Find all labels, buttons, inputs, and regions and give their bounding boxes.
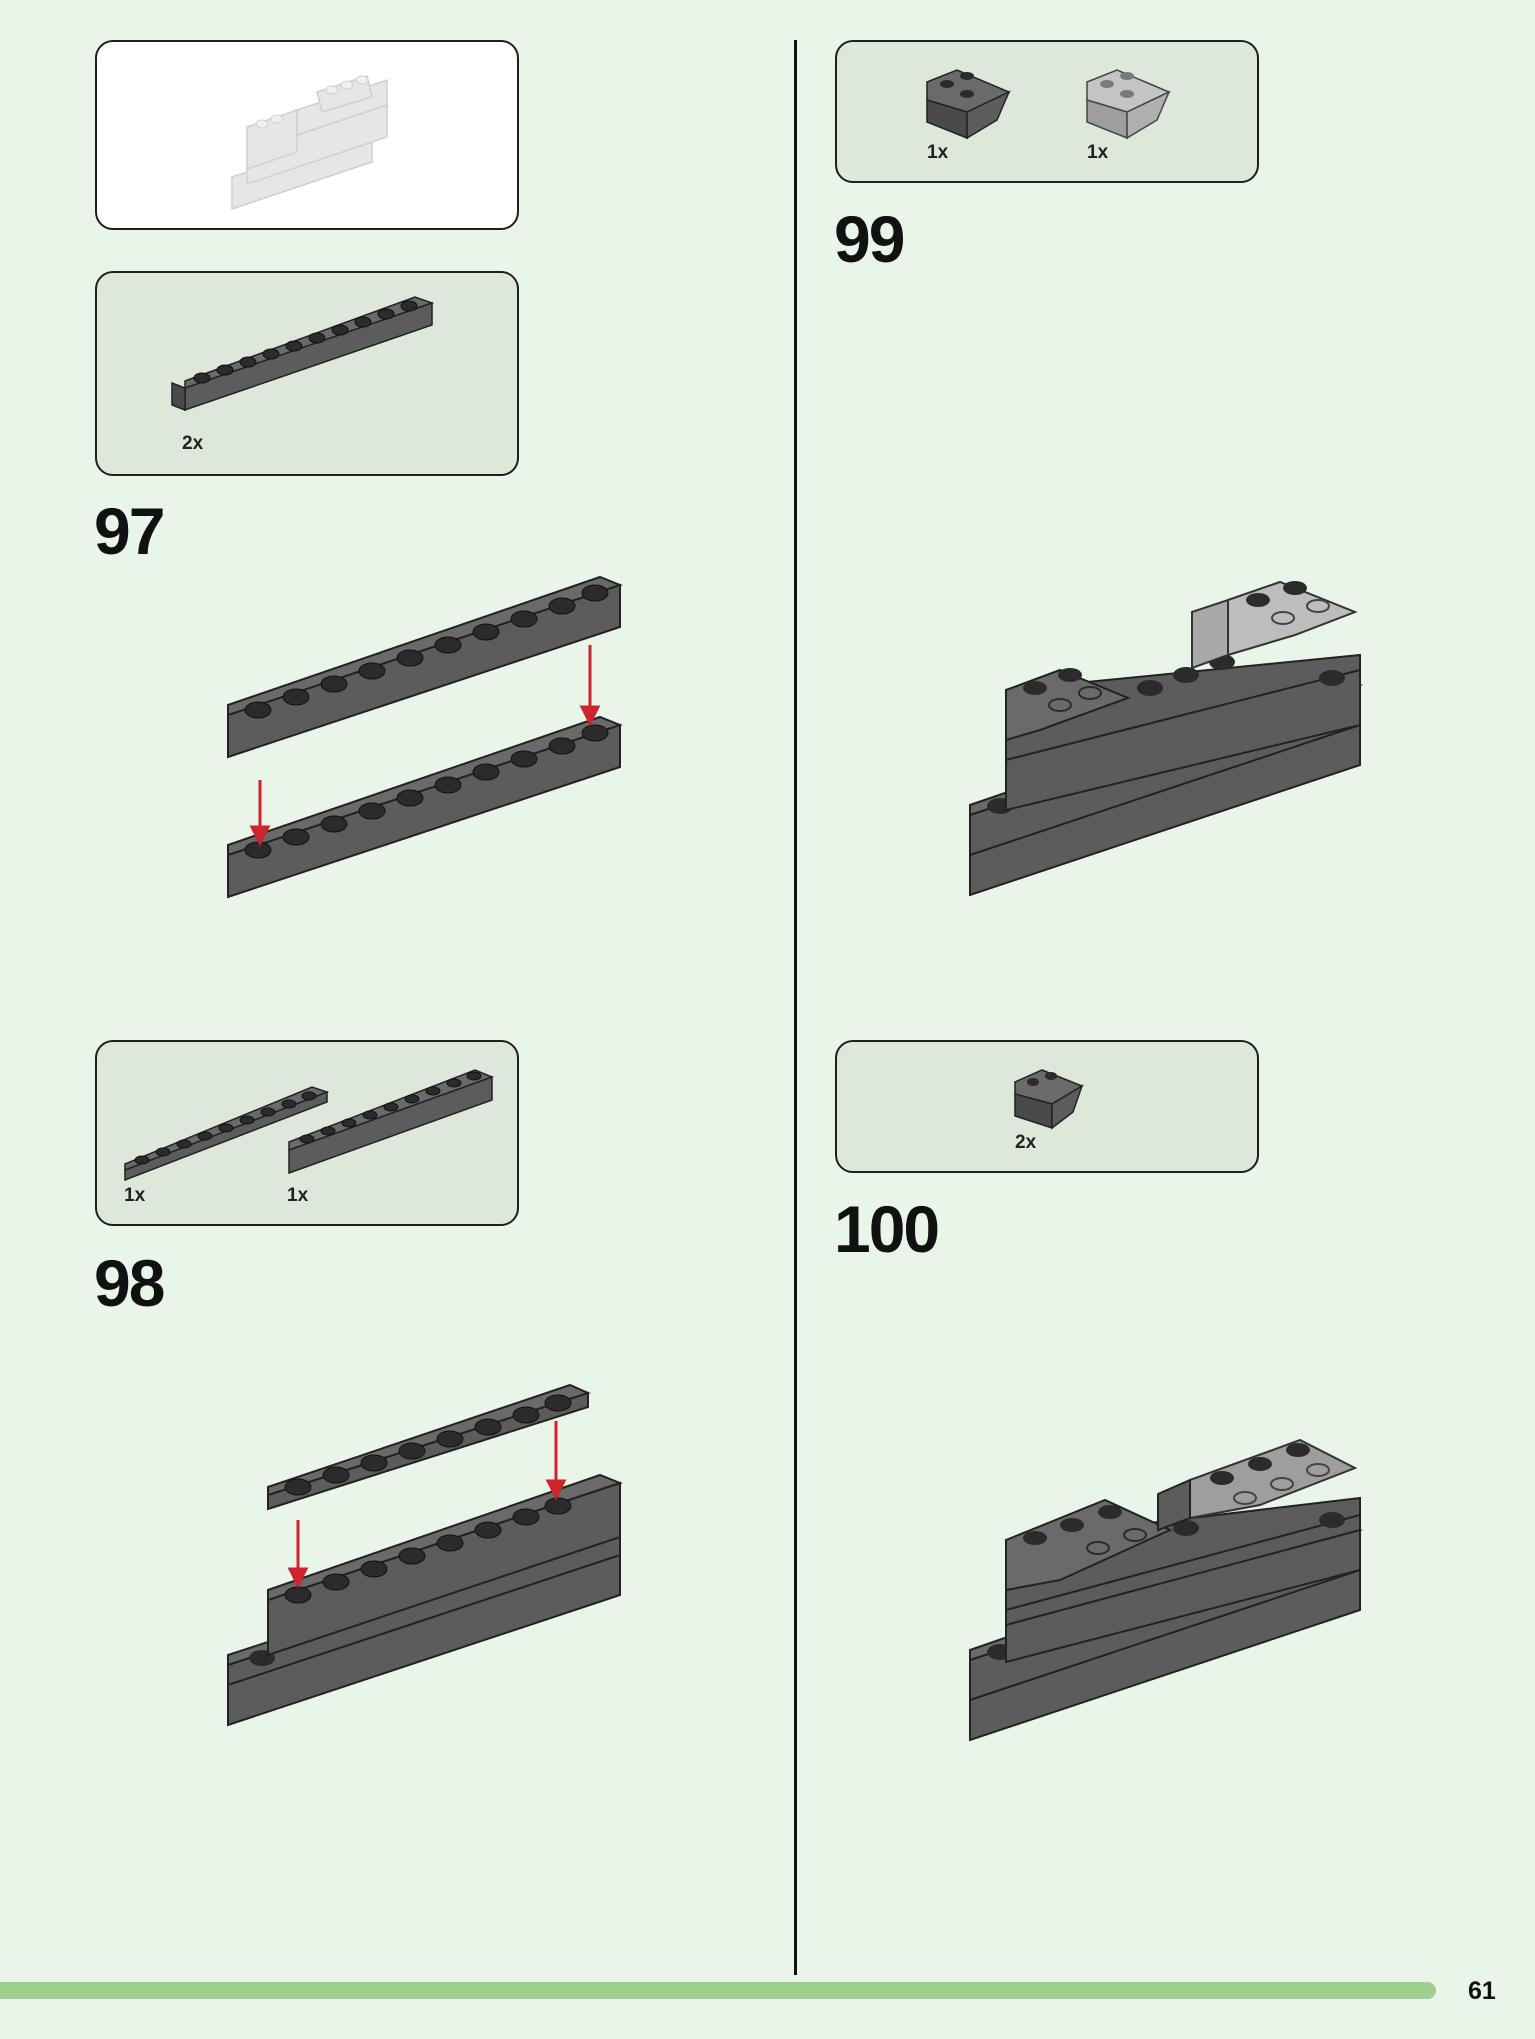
step-number-100: 100	[834, 1192, 940, 1266]
ghost-assembly-image	[231, 75, 388, 211]
column-divider	[794, 40, 797, 1975]
parts-panel-100: 2x	[835, 1040, 1259, 1173]
step-98-illustration	[227, 1383, 623, 1727]
slope-brick-image	[1014, 1069, 1084, 1130]
part-quantity: 1x	[124, 1185, 146, 1206]
step-number-99: 99	[834, 202, 905, 276]
slope-bricks-image	[926, 69, 1171, 140]
parts-panel-99: 1x 1x	[835, 40, 1259, 183]
part-quantity: 1x	[1087, 142, 1109, 163]
part-quantity: 1x	[927, 142, 949, 163]
page-progress-bar	[0, 1982, 1436, 1999]
part-quantity: 1x	[287, 1185, 309, 1206]
step-97-illustration	[227, 575, 623, 899]
step-number-97: 97	[94, 494, 165, 568]
step-number-98: 98	[94, 1246, 165, 1320]
parts-panel-97: 2x	[95, 271, 519, 476]
step-99-illustration	[969, 580, 1364, 897]
page-number: 61	[1468, 1977, 1496, 2005]
step-100-illustration	[969, 1438, 1363, 1742]
parts-panel-98: 1x 1x	[95, 1040, 519, 1226]
part-quantity: 2x	[1015, 1132, 1037, 1153]
brick-1x12-image	[171, 296, 435, 412]
plates-image	[124, 1069, 495, 1182]
part-quantity: 2x	[182, 433, 204, 454]
preview-panel	[95, 40, 519, 230]
